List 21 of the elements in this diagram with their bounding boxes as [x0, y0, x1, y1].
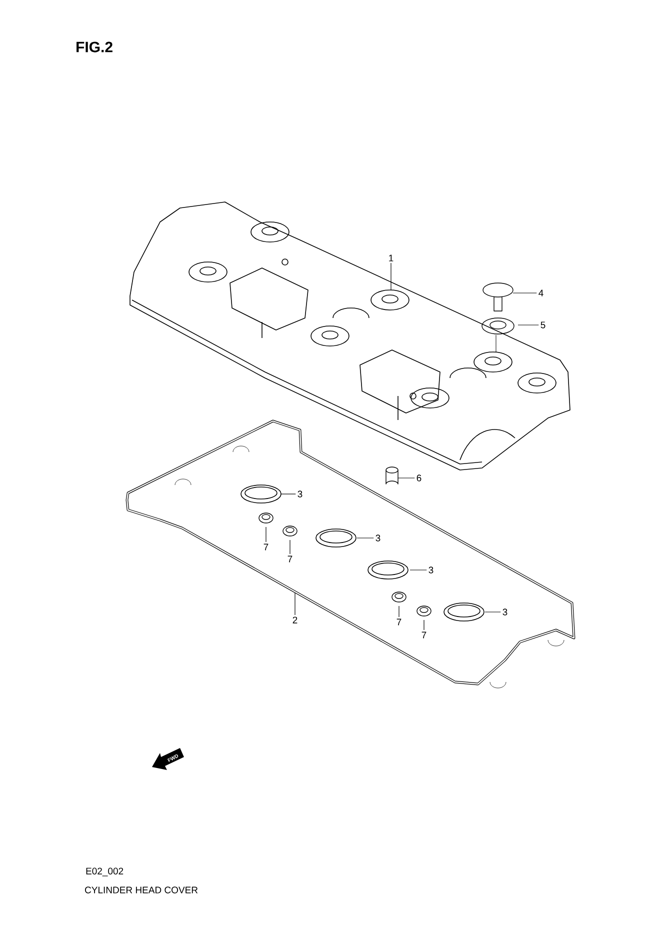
callout-number: 2: [292, 616, 298, 624]
callout-number: 4: [538, 290, 544, 296]
callout-number: 3: [502, 608, 508, 616]
leader-line: [294, 592, 296, 616]
callout-number: 7: [288, 556, 292, 562]
callout-number: 5: [540, 322, 546, 328]
callout-number: 1: [389, 254, 394, 262]
leader-line: [518, 324, 539, 326]
leader-line: [398, 606, 400, 618]
callout-number: 6: [416, 474, 422, 482]
figure-title: FIG.2: [76, 42, 112, 52]
caption: CYLINDER HEAD COVER: [85, 886, 198, 894]
leader-line: [390, 262, 392, 290]
callout-number: 3: [376, 534, 380, 542]
leader-line: [512, 292, 537, 294]
drawing-number: E02_002: [86, 868, 124, 876]
callout-number: 7: [396, 618, 402, 626]
callout-number: 7: [264, 544, 268, 550]
callout-number: 3: [298, 490, 302, 498]
callout-number: 7: [422, 632, 426, 638]
callout-number: 3: [428, 566, 434, 574]
